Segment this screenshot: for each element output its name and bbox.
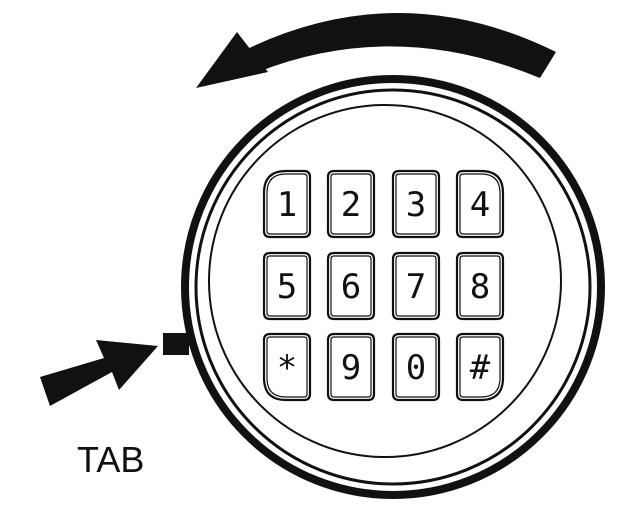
key-label: * [277, 348, 297, 388]
key-label: 2 [341, 185, 361, 225]
key-5[interactable]: 5 [262, 251, 312, 321]
key-label: 7 [406, 267, 426, 307]
key-bevel [330, 173, 372, 235]
key-bevel [266, 173, 308, 235]
key-label: 0 [406, 348, 426, 388]
key-label: 8 [470, 267, 490, 307]
key-8[interactable]: 8 [455, 251, 505, 321]
key-label: # [470, 348, 491, 388]
keypad: 1 2 3 4 5 6 7 8 * 9 0 # [262, 169, 505, 402]
key-outline [455, 251, 505, 321]
tab-notch[interactable] [163, 333, 189, 355]
key-outline [391, 251, 441, 321]
key-outline [262, 332, 312, 402]
key-bevel [395, 173, 437, 235]
key-outline [455, 332, 505, 402]
key-4[interactable]: 4 [455, 169, 505, 239]
key-outline [326, 332, 376, 402]
key-label: 6 [341, 267, 361, 307]
key-label: 4 [470, 185, 490, 225]
key-9[interactable]: 9 [326, 332, 376, 402]
key-outline [326, 169, 376, 239]
key-6[interactable]: 6 [326, 251, 376, 321]
key-0[interactable]: 0 [391, 332, 441, 402]
key-bevel [395, 255, 437, 317]
key-bevel [459, 173, 501, 235]
key-outline [262, 169, 312, 239]
key-outline [262, 251, 312, 321]
key-bevel [330, 255, 372, 317]
key-label: 9 [341, 348, 361, 388]
key-outline [326, 251, 376, 321]
key-bevel [459, 336, 501, 398]
key-bevel [395, 336, 437, 398]
key-bevel [330, 336, 372, 398]
key-bevel [459, 255, 501, 317]
inner-ring [194, 88, 592, 486]
key-2[interactable]: 2 [326, 169, 376, 239]
arrow-right-icon [40, 340, 158, 406]
counterclockwise-arrow-icon [196, 12, 556, 88]
key-bevel [266, 255, 308, 317]
keypad-face [208, 104, 562, 458]
key-outline [391, 332, 441, 402]
key-outline [391, 169, 441, 239]
key-label: 5 [277, 267, 297, 307]
key-hash[interactable]: # [455, 332, 505, 402]
key-7[interactable]: 7 [391, 251, 441, 321]
key-star[interactable]: * [262, 332, 312, 402]
key-3[interactable]: 3 [391, 169, 441, 239]
key-label: 1 [277, 185, 297, 225]
key-label: 3 [406, 185, 426, 225]
tab-label: TAB [77, 439, 144, 480]
key-1[interactable]: 1 [262, 169, 312, 239]
key-outline [455, 169, 505, 239]
key-bevel [266, 336, 308, 398]
